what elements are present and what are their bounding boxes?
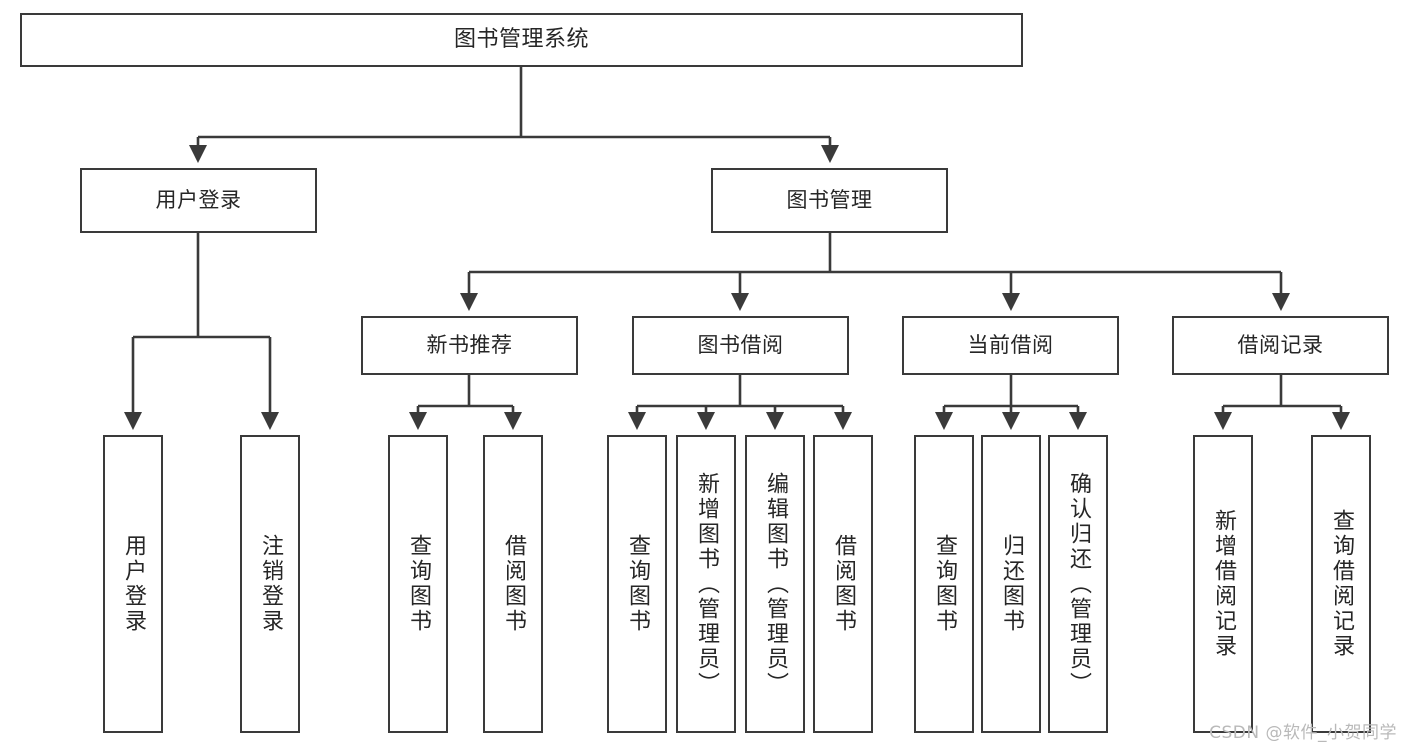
- node-label: 图书借阅: [697, 333, 784, 358]
- node-label: 归还图书: [999, 534, 1024, 634]
- node-label: 新书推荐: [426, 333, 513, 358]
- node-leaf-recommend-borrow-book[interactable]: 借阅图书: [483, 435, 543, 733]
- node-book-borrow[interactable]: 图书借阅: [632, 316, 849, 375]
- node-label: 查询图书: [932, 534, 957, 634]
- node-leaf-record-add[interactable]: 新增借阅记录: [1193, 435, 1253, 733]
- node-leaf-user-login[interactable]: 用户登录: [103, 435, 163, 733]
- node-label: 借阅记录: [1237, 333, 1324, 358]
- node-label: 借阅图书: [831, 534, 856, 634]
- node-label: 注销登录: [258, 534, 283, 634]
- node-root-system[interactable]: 图书管理系统: [20, 13, 1023, 67]
- node-leaf-borrow-query-book[interactable]: 查询图书: [607, 435, 667, 733]
- node-label: 新增图书（管理员）: [694, 471, 719, 697]
- node-leaf-record-query[interactable]: 查询借阅记录: [1311, 435, 1371, 733]
- node-label: 用户登录: [121, 534, 146, 634]
- node-label: 图书管理系统: [453, 27, 589, 53]
- node-label: 新增借阅记录: [1211, 509, 1236, 659]
- node-label: 查询图书: [625, 534, 650, 634]
- csdn-watermark: CSDN @软件_小贺同学: [1209, 723, 1397, 743]
- node-user-login[interactable]: 用户登录: [80, 168, 317, 233]
- node-leaf-borrow-edit-book-admin[interactable]: 编辑图书（管理员）: [745, 435, 805, 733]
- node-label: 查询借阅记录: [1329, 509, 1354, 659]
- node-label: 图书管理: [786, 188, 873, 213]
- node-label: 用户登录: [155, 188, 242, 213]
- node-label: 编辑图书（管理员）: [763, 471, 788, 697]
- node-current-borrow[interactable]: 当前借阅: [902, 316, 1119, 375]
- node-new-book-recommend[interactable]: 新书推荐: [361, 316, 578, 375]
- node-leaf-logout[interactable]: 注销登录: [240, 435, 300, 733]
- node-leaf-current-query-book[interactable]: 查询图书: [914, 435, 974, 733]
- node-borrow-record[interactable]: 借阅记录: [1172, 316, 1389, 375]
- node-leaf-borrow-borrow-book[interactable]: 借阅图书: [813, 435, 873, 733]
- node-label: 查询图书: [406, 534, 431, 634]
- node-leaf-borrow-add-book-admin[interactable]: 新增图书（管理员）: [676, 435, 736, 733]
- node-leaf-recommend-query-book[interactable]: 查询图书: [388, 435, 448, 733]
- node-leaf-current-confirm-return-admin[interactable]: 确认归还（管理员）: [1048, 435, 1108, 733]
- node-book-management[interactable]: 图书管理: [711, 168, 948, 233]
- node-label: 当前借阅: [967, 333, 1054, 358]
- node-label: 确认归还（管理员）: [1066, 471, 1091, 697]
- node-label: 借阅图书: [501, 534, 526, 634]
- node-leaf-current-return-book[interactable]: 归还图书: [981, 435, 1041, 733]
